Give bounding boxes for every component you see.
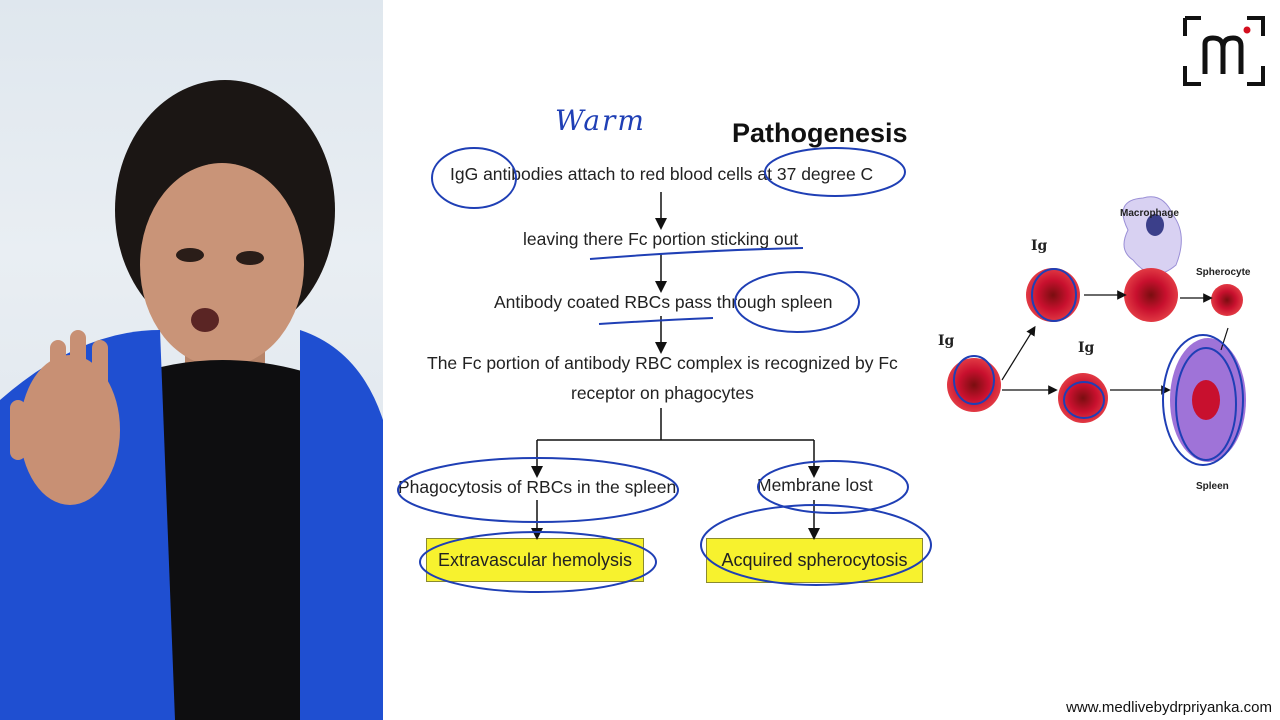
branch-left: Phagocytosis of RBCs in the spleen	[398, 477, 677, 497]
spherocyte-cell	[1211, 284, 1243, 316]
ig-label-left: Ig	[938, 333, 955, 349]
macrophage-label: Macrophage	[1120, 208, 1179, 219]
handwritten-note: Warm	[555, 104, 646, 137]
hemolysis-diagram: Macrophage Spherocyte Spleen Ig Ig Ig	[938, 190, 1278, 510]
outcome-box-left: Extravascular hemolysis	[426, 538, 644, 582]
step-2: leaving there Fc portion sticking out	[523, 229, 799, 249]
slide-title: Pathogenesis	[732, 118, 908, 148]
diagram-drawing	[947, 196, 1246, 466]
rbc-coated-top	[1026, 268, 1080, 322]
step-3: Antibody coated RBCs pass through spleen	[494, 292, 833, 312]
rbc-coated-bottom	[1058, 373, 1108, 423]
slide-area: Warm Pathogenesis IgG antibodies attach …	[383, 0, 1280, 720]
branch-right: Membrane lost	[757, 475, 873, 495]
rbc-macrophage	[1124, 268, 1178, 322]
spleen-label: Spleen	[1196, 481, 1229, 492]
ig-label-bottom: Ig	[1078, 340, 1095, 356]
flow-arrows	[397, 147, 932, 593]
presenter-video	[0, 0, 383, 720]
website-url: www.medlivebydrpriyanka.com	[1066, 699, 1272, 716]
bracket-m-logo-icon	[1183, 16, 1265, 86]
ink-annotations	[397, 147, 932, 593]
step-4b: receptor on phagocytes	[571, 383, 754, 403]
ig-label-top: Ig	[1031, 238, 1048, 254]
step-4a: The Fc portion of antibody RBC complex i…	[427, 353, 898, 373]
spherocyte-label: Spherocyte	[1196, 267, 1251, 278]
presenter-illustration	[0, 80, 383, 720]
